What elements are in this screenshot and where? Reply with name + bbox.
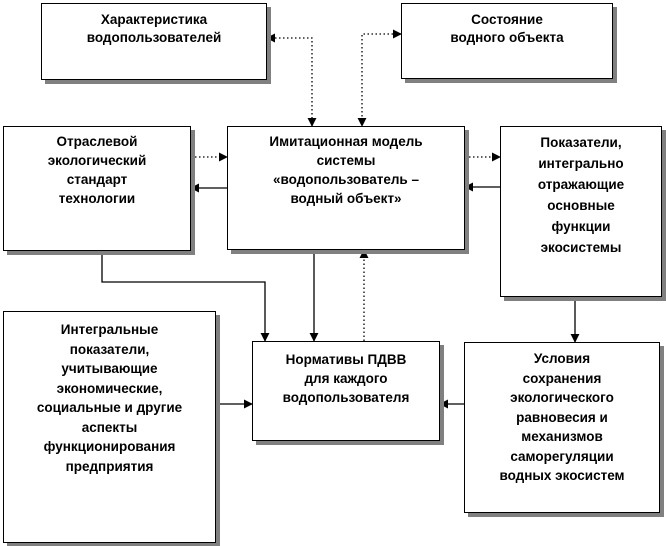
node-equilibrium-conditions: Условия сохранения экологического равнов… bbox=[464, 342, 660, 513]
node-ecosystem-indicators-label: Показатели, интегрально отражающие основ… bbox=[537, 135, 625, 255]
node-water-body-state-label: Состояние водного объекта bbox=[450, 12, 564, 45]
edge-water-users-model bbox=[266, 33, 317, 127]
node-equilibrium-conditions-label: Условия сохранения экологического равнов… bbox=[499, 351, 625, 483]
node-water-users: Характеристика водопользователей bbox=[41, 3, 267, 80]
node-integral-indicators-label: Интегральные показатели, учитывающие эко… bbox=[36, 322, 183, 474]
edge-water-body-model bbox=[357, 29, 402, 127]
node-pdvv-standards-label: Нормативы ПДВВ для каждого водопользоват… bbox=[282, 352, 410, 405]
node-simulation-model: Имитационная модель системы «водопользов… bbox=[227, 126, 465, 250]
node-industry-standard: Отраслевой экологический стандарт технол… bbox=[3, 126, 191, 251]
node-water-users-label: Характеристика водопользователей bbox=[86, 12, 222, 45]
node-integral-indicators: Интегральные показатели, учитывающие эко… bbox=[3, 311, 216, 543]
node-water-body-state: Состояние водного объекта bbox=[401, 3, 613, 79]
node-pdvv-standards: Нормативы ПДВВ для каждого водопользоват… bbox=[252, 341, 440, 441]
node-simulation-model-label: Имитационная модель системы «водопользов… bbox=[269, 134, 423, 206]
node-ecosystem-indicators: Показатели, интегрально отражающие основ… bbox=[500, 126, 662, 297]
edge-standard-to-pdvv bbox=[101, 251, 270, 342]
node-industry-standard-label: Отраслевой экологический стандарт технол… bbox=[47, 134, 147, 206]
